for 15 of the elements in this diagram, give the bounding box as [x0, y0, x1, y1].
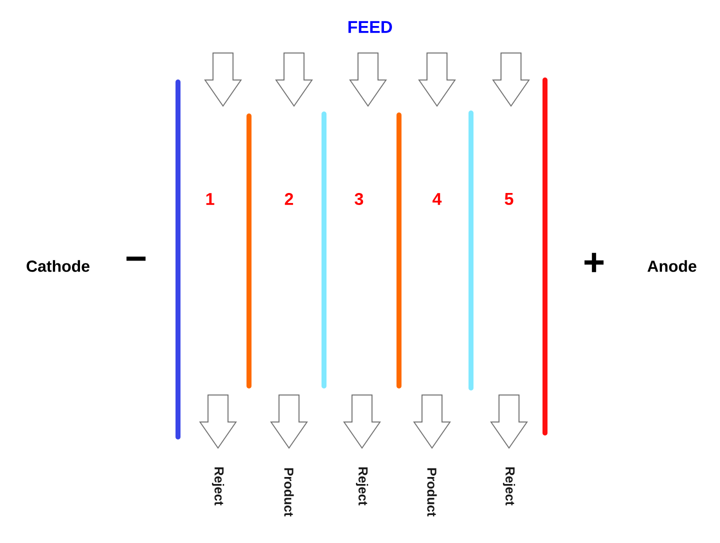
compartment-number: 4	[432, 193, 442, 205]
outlet-label: Product	[284, 468, 294, 516]
polarity-sign: −	[126, 256, 146, 261]
compartment-number: 5	[504, 193, 514, 205]
outlet-label: Reject	[212, 467, 224, 506]
outlet-label: Reject	[502, 467, 516, 506]
compartment-number: 1	[206, 193, 214, 205]
polarity-sign: +	[584, 252, 604, 272]
electrode-label: Anode	[648, 260, 696, 272]
outlet-label: Product	[427, 468, 437, 516]
compartment-number: 2	[284, 193, 294, 205]
electrode-label: Cathode	[26, 260, 90, 272]
outlet-label: Reject	[356, 467, 368, 506]
compartment-number: 3	[354, 192, 364, 206]
feed-label: FEED	[348, 21, 392, 33]
